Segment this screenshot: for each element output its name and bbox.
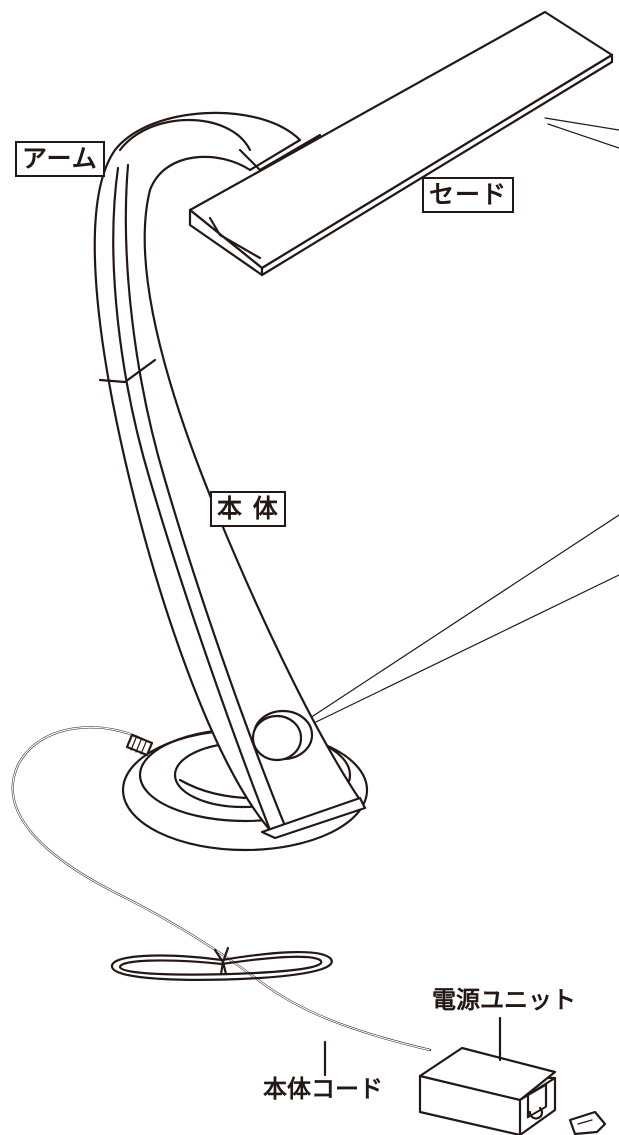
body-cord [11, 726, 432, 1052]
power-unit-label: 電源ユニット [432, 986, 576, 1014]
body-label: 本 体 [210, 491, 286, 527]
body-cord-label: 本体コード [263, 1075, 383, 1103]
power-unit [418, 1046, 557, 1135]
knob [251, 709, 314, 762]
leader-lines [309, 117, 619, 723]
lamp-shade [188, 10, 614, 277]
shade-label: セード [422, 177, 515, 213]
arm-label: アーム [15, 141, 105, 177]
lamp-body [93, 111, 367, 840]
cord-bundle [110, 946, 333, 981]
plug [568, 1110, 607, 1135]
label-leaders [323, 1016, 502, 1077]
